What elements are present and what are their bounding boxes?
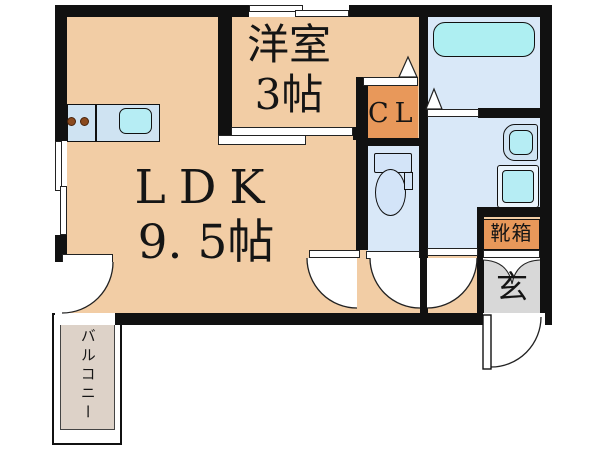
western-room-label: 洋室 3帖: [222, 20, 356, 120]
closet-label: CL: [368, 98, 419, 129]
entrance-door-gap: [483, 313, 545, 325]
window-left-sash: [60, 186, 67, 235]
entrance-label: 玄: [495, 268, 528, 306]
sliding-door-western: [218, 135, 306, 145]
kitchen-counter-divider: [95, 104, 97, 142]
ldk-name: LDK: [134, 160, 278, 215]
balcony-door-gap-bottom: [62, 313, 115, 325]
window-left-sash: [55, 141, 62, 191]
toilet-flush-handle: [404, 172, 413, 190]
ldk-label: LDK 9. 5帖: [92, 160, 320, 270]
washing-machine-tub: [502, 170, 534, 203]
wall-hall-stub: [420, 258, 428, 313]
vanity-sink-basin: [509, 130, 533, 155]
washroom-door-lintel: [427, 248, 478, 256]
shoebox-box: [483, 219, 540, 250]
closet-door-track: [363, 77, 418, 86]
wall-bath-left: [419, 17, 428, 258]
ldk-size: 9. 5帖: [137, 215, 275, 270]
entrance-hall-lintel: [483, 250, 540, 258]
shoebox-label: 靴箱: [490, 221, 533, 245]
balcony-label: バルコニー: [78, 327, 97, 423]
wall-western-left: [218, 17, 232, 136]
toilet-door-lintel: [366, 251, 420, 259]
wall-washroom-bottom: [477, 207, 540, 217]
wall-closet-left: [356, 77, 368, 250]
balcony-floor: [60, 318, 115, 430]
wall-bath-washroom: [478, 108, 540, 118]
toilet-bowl: [375, 169, 406, 216]
stove-burner-icon: [80, 117, 89, 126]
kitchen-sink: [119, 108, 152, 134]
bathtub: [433, 22, 535, 57]
western-room-size: 3帖: [254, 70, 324, 119]
bath-door-track: [427, 109, 479, 117]
window-top-sash: [249, 5, 303, 12]
stove-burner-icon: [67, 117, 76, 126]
closet-box: [368, 86, 418, 138]
western-room-name: 洋室: [246, 20, 331, 69]
hall-door-lintel: [309, 250, 360, 258]
wall-closet-toilet: [367, 138, 420, 146]
washroom-floor: [427, 112, 477, 252]
wall-entrance-left: [477, 217, 484, 313]
window-top-sash: [295, 10, 349, 17]
